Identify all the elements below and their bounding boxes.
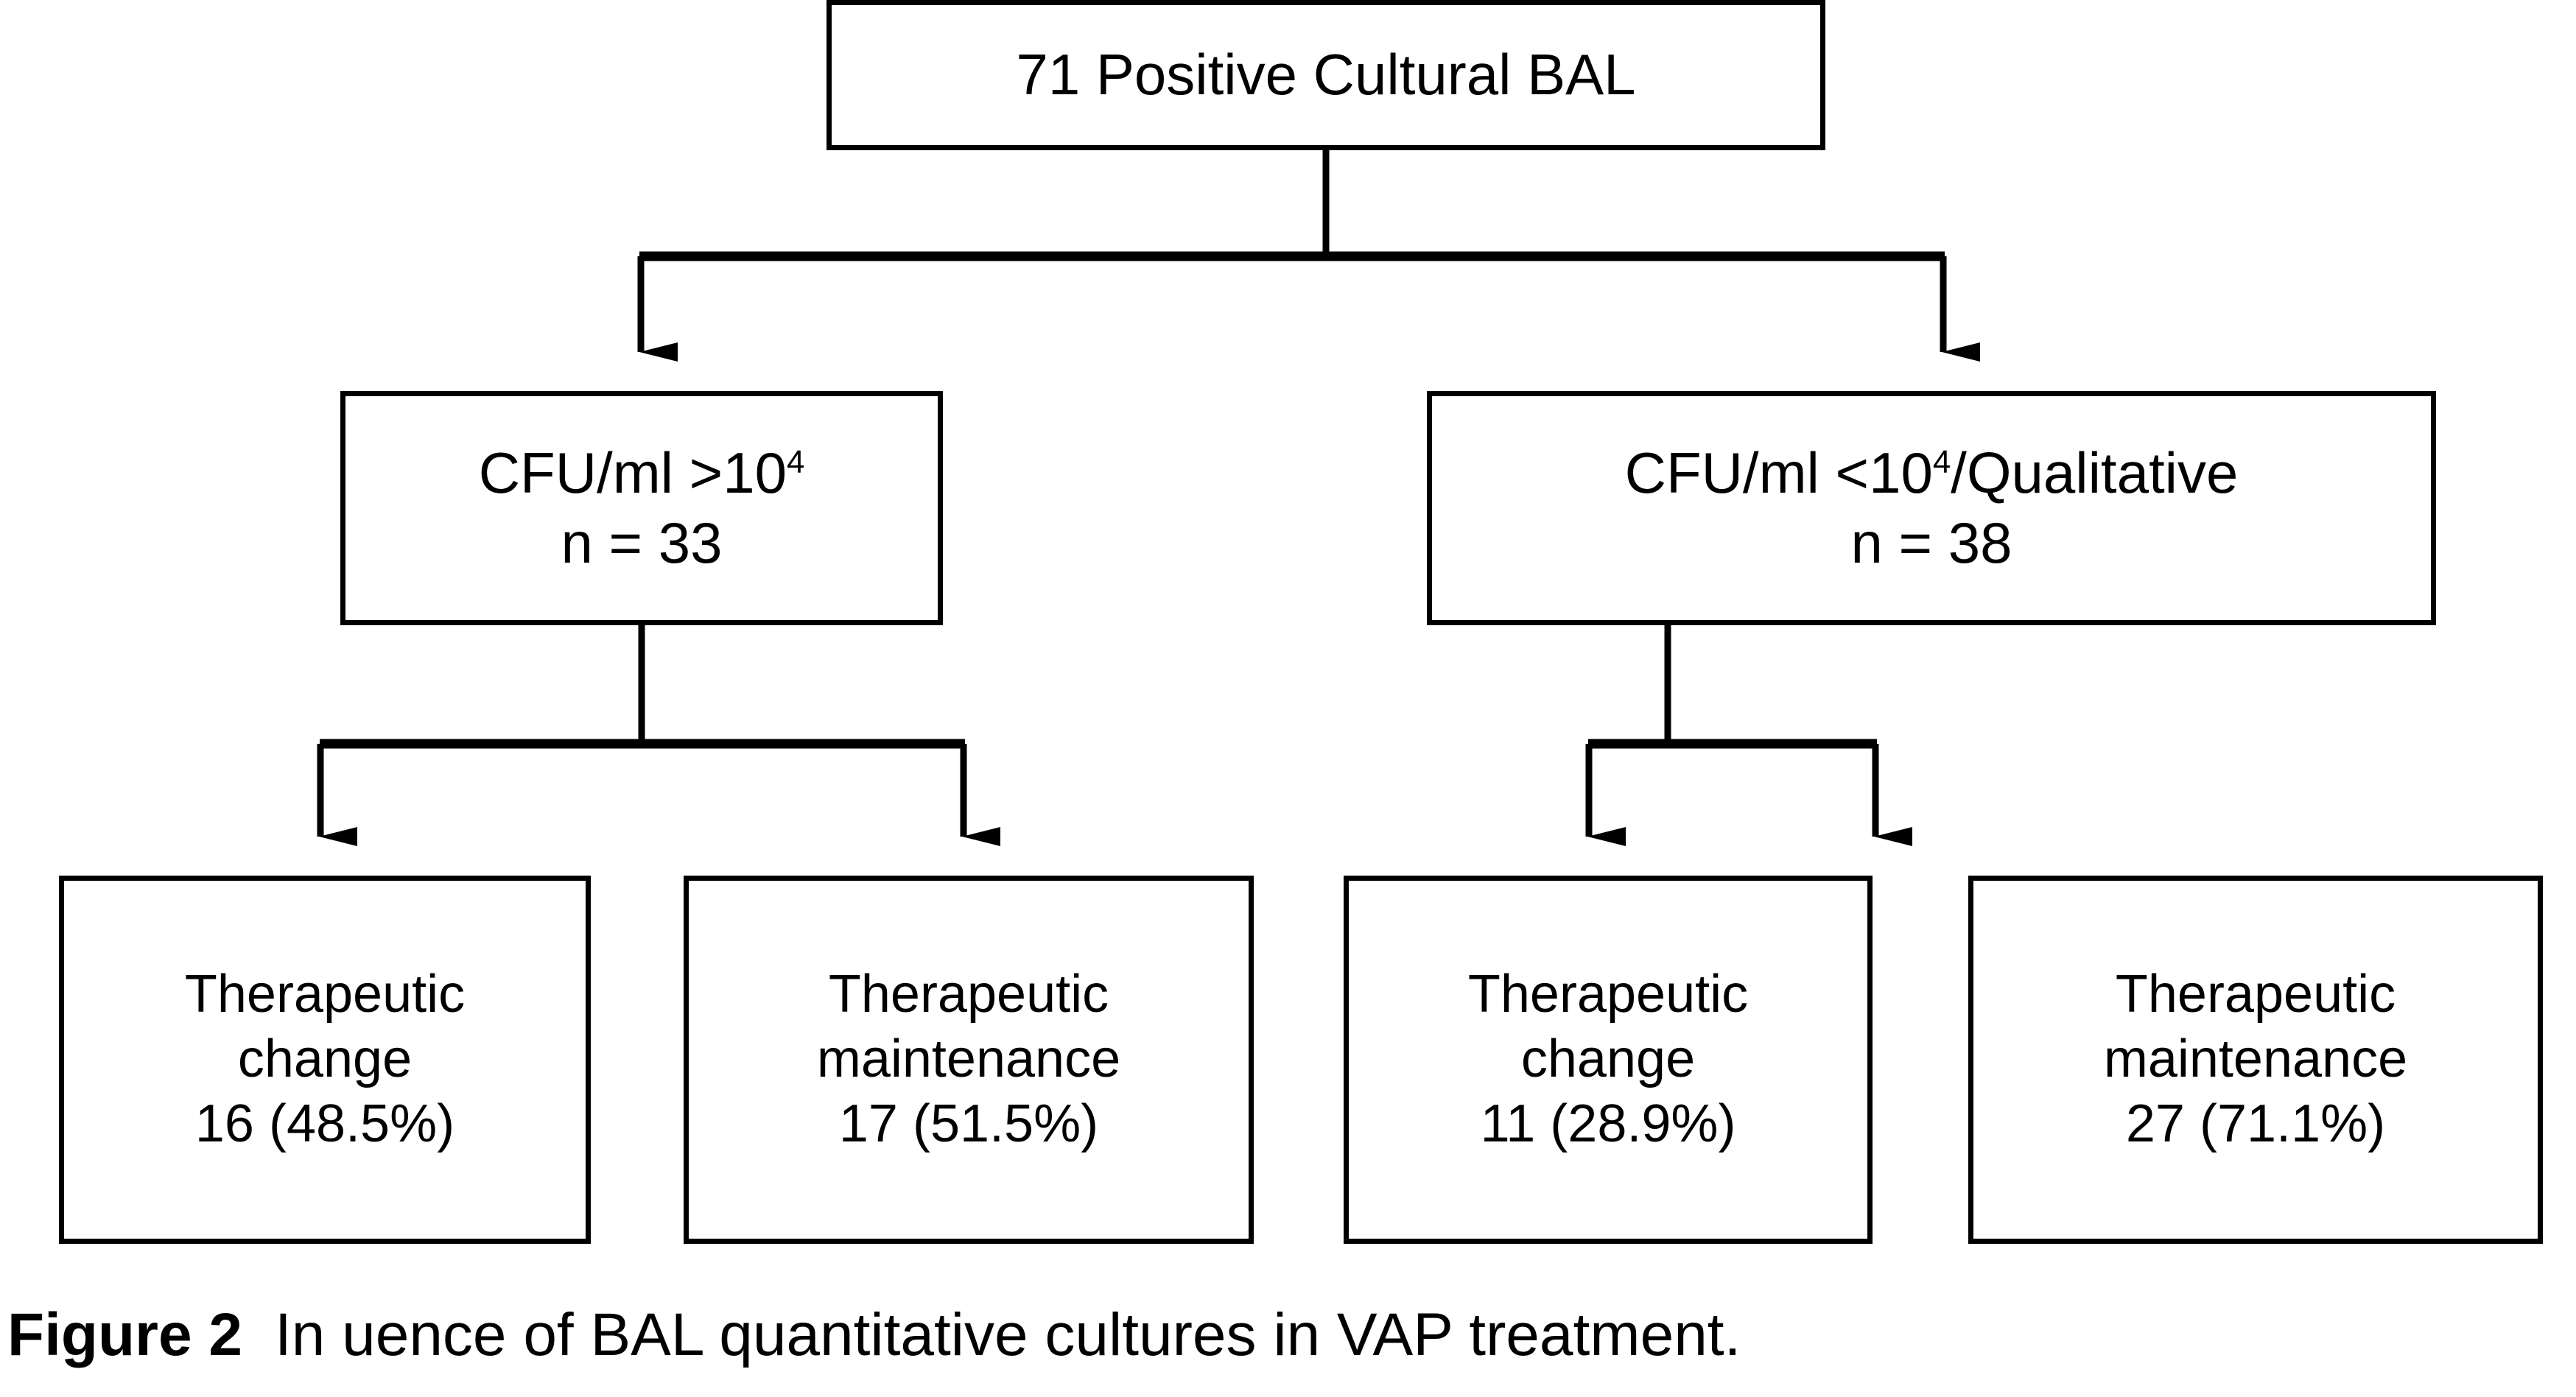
node-leaf-change-high-line1: Therapeutic [184, 965, 466, 1024]
node-leaf-change-low-line2: change [1520, 1030, 1696, 1089]
node-cfu-low-criterion: CFU/ml <104/Qualitative [1625, 438, 2239, 508]
node-leaf-maintenance-low: Therapeutic maintenance 27 (71.1%) [1968, 876, 2543, 1244]
node-leaf-maintenance-low-value: 27 (71.1%) [2125, 1094, 2386, 1153]
node-leaf-change-high-line2: change [237, 1030, 413, 1089]
node-leaf-change-low-line1: Therapeutic [1467, 965, 1749, 1024]
figure-caption: Figure 2 In uence of BAL quantitative cul… [7, 1303, 2571, 1367]
node-leaf-change-high-value: 16 (48.5%) [194, 1094, 455, 1153]
node-cfu-low-count: n = 38 [1850, 510, 2012, 575]
node-leaf-maintenance-low-line1: Therapeutic [2115, 965, 2396, 1024]
node-leaf-maintenance-high: Therapeutic maintenance 17 (51.5%) [684, 876, 1254, 1244]
node-cfu-high-criterion-prefix: CFU/ml >10 [478, 440, 787, 505]
node-leaf-maintenance-high-line1: Therapeutic [828, 965, 1109, 1024]
node-cfu-high: CFU/ml >104 n = 33 [340, 391, 943, 625]
node-leaf-change-low: Therapeutic change 11 (28.9%) [1344, 876, 1873, 1244]
node-leaf-change-low-value: 11 (28.9%) [1480, 1094, 1736, 1153]
node-cfu-high-criterion: CFU/ml >104 [479, 438, 805, 508]
node-cfu-low: CFU/ml <104/Qualitative n = 38 [1427, 391, 2436, 625]
node-root-label: 71 Positive Cultural BAL [1016, 42, 1636, 108]
figure-caption-label: Figure 2 [7, 1301, 242, 1368]
node-cfu-low-criterion-suffix: /Qualitative [1951, 440, 2239, 505]
node-cfu-high-exponent: 4 [786, 443, 805, 480]
node-cfu-low-exponent: 4 [1932, 443, 1951, 480]
node-leaf-change-high: Therapeutic change 16 (48.5%) [59, 876, 591, 1244]
node-leaf-maintenance-high-line2: maintenance [816, 1030, 1121, 1089]
node-root: 71 Positive Cultural BAL [827, 0, 1825, 150]
node-cfu-low-criterion-prefix: CFU/ml <10 [1624, 440, 1933, 505]
figure-caption-text: In uence of BAL quantitative cultures in… [274, 1301, 1741, 1368]
node-leaf-maintenance-high-value: 17 (51.5%) [838, 1094, 1099, 1153]
node-cfu-high-count: n = 33 [561, 510, 723, 575]
node-leaf-maintenance-low-line2: maintenance [2103, 1030, 2408, 1089]
